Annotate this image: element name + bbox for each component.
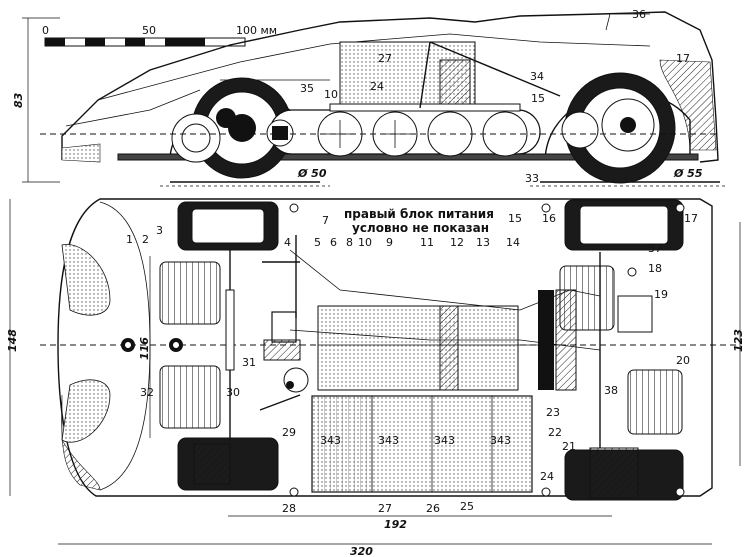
side-label-27: 27 [378, 52, 392, 65]
side-label-34: 34 [530, 70, 544, 83]
top-label-31: 31 [242, 356, 256, 369]
side-label-35: 35 [300, 82, 314, 95]
top-label-8: 8 [346, 236, 353, 249]
top-label-22: 22 [548, 426, 562, 439]
top-label-12: 12 [450, 236, 464, 249]
top-view: 343 343 343 343 правый блок питания усло… [6, 198, 745, 557]
scale-tick-50: 50 [142, 24, 156, 37]
top-label-24: 24 [540, 470, 554, 483]
scale-tick-0: 0 [42, 24, 49, 37]
top-label-13: 13 [476, 236, 490, 249]
top-label-25: 25 [460, 500, 474, 513]
top-label-19: 19 [654, 288, 668, 301]
side-label-24: 24 [370, 80, 384, 93]
top-label-38: 38 [604, 384, 618, 397]
side-label-10: 10 [324, 88, 338, 101]
battery-cell-1-label: 343 [320, 434, 341, 447]
side-label-36: 36 [632, 8, 646, 21]
top-label-29: 29 [282, 426, 296, 439]
dim-height: 83 [12, 92, 25, 108]
top-label-26: 26 [426, 502, 440, 515]
top-label-3: 3 [156, 224, 163, 237]
top-label-9: 9 [386, 236, 393, 249]
dim-192: 192 [384, 518, 407, 531]
top-label-20: 20 [676, 354, 690, 367]
top-label-17: 17 [684, 212, 698, 225]
dim-width: 148 [6, 329, 19, 352]
dim-116: 116 [138, 337, 151, 360]
side-label-17: 17 [676, 52, 690, 65]
top-label-30: 30 [226, 386, 240, 399]
top-label-16: 16 [542, 212, 556, 225]
top-label-7: 7 [322, 214, 329, 227]
note-line-2: условно не показан [352, 221, 489, 235]
top-label-21: 21 [562, 440, 576, 453]
scale-tick-100: 100 мм [236, 24, 277, 37]
note-line-1: правый блок питания [344, 207, 494, 221]
top-label-4: 4 [284, 236, 291, 249]
top-label-37: 37 [648, 242, 662, 255]
battery-cell-2-label: 343 [378, 434, 399, 447]
top-label-2: 2 [142, 233, 149, 246]
top-label-18: 18 [648, 262, 662, 275]
dim-320: 320 [350, 545, 373, 557]
side-view: 83 Ø 50 Ø 55 36 27 34 17 35 10 24 15 33 [12, 8, 725, 187]
top-label-11: 11 [420, 236, 434, 249]
top-label-15: 15 [508, 212, 522, 225]
scale-bar: 0 50 100 мм [42, 24, 277, 47]
side-label-33: 33 [525, 172, 539, 185]
top-label-5: 5 [314, 236, 321, 249]
top-label-32: 32 [140, 386, 154, 399]
side-label-15: 15 [531, 92, 545, 105]
battery-cell-4-label: 343 [490, 434, 511, 447]
top-label-27: 27 [378, 502, 392, 515]
top-label-28: 28 [282, 502, 296, 515]
top-label-14: 14 [506, 236, 520, 249]
top-label-1: 1 [126, 233, 133, 246]
dim-123: 123 [732, 329, 745, 352]
dim-diam-55: Ø 55 [673, 167, 703, 180]
dim-diam-50: Ø 50 [297, 167, 327, 180]
top-label-23: 23 [546, 406, 560, 419]
top-label-10: 10 [358, 236, 372, 249]
battery-cell-3-label: 343 [434, 434, 455, 447]
top-label-6: 6 [330, 236, 337, 249]
